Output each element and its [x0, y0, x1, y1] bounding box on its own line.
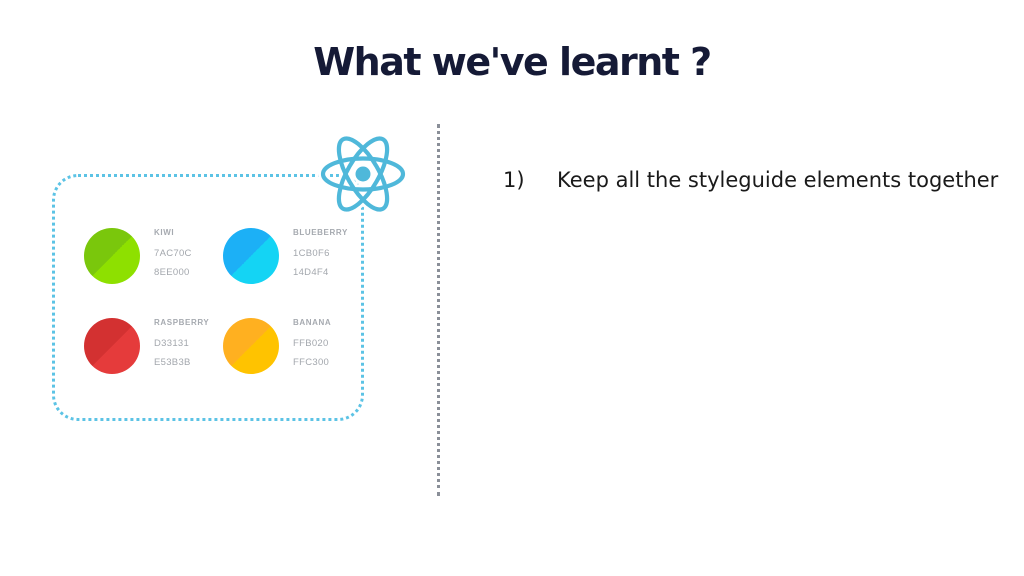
- color-circle: [84, 318, 140, 374]
- bullet-point-1: 1) Keep all the styleguide elements toget…: [503, 168, 998, 192]
- swatch-hex-secondary: E53B3B: [154, 357, 191, 368]
- swatch-name: KIWI: [154, 228, 175, 237]
- vertical-divider: [437, 124, 440, 496]
- swatch-hex-secondary: 8EE000: [154, 267, 190, 278]
- swatch-hex-primary: 7AC70C: [154, 248, 192, 259]
- styleguide-frame: [52, 174, 364, 421]
- color-circle: [223, 318, 279, 374]
- color-circle: [223, 228, 279, 284]
- swatch-name: RASPBERRY: [154, 318, 210, 327]
- swatch-kiwi: KIWI 7AC70C 8EE000: [84, 228, 244, 288]
- swatch-banana: BANANA FFB020 FFC300: [223, 318, 383, 378]
- swatch-hex-primary: D33131: [154, 338, 190, 349]
- swatch-hex-secondary: 14D4F4: [293, 267, 329, 278]
- swatch-hex-primary: 1CB0F6: [293, 248, 330, 259]
- swatch-name: BLUEBERRY: [293, 228, 348, 237]
- color-circle: [84, 228, 140, 284]
- swatch-raspberry: RASPBERRY D33131 E53B3B: [84, 318, 244, 378]
- swatch-blueberry: BLUEBERRY 1CB0F6 14D4F4: [223, 228, 383, 288]
- bullet-number: 1): [503, 168, 525, 192]
- bullet-text: Keep all the styleguide elements togethe…: [557, 168, 999, 192]
- swatch-hex-primary: FFB020: [293, 338, 329, 349]
- swatch-name: BANANA: [293, 318, 332, 327]
- react-atom-icon: [318, 133, 408, 215]
- swatch-hex-secondary: FFC300: [293, 357, 330, 368]
- slide-title: What we've learnt ?: [313, 40, 712, 84]
